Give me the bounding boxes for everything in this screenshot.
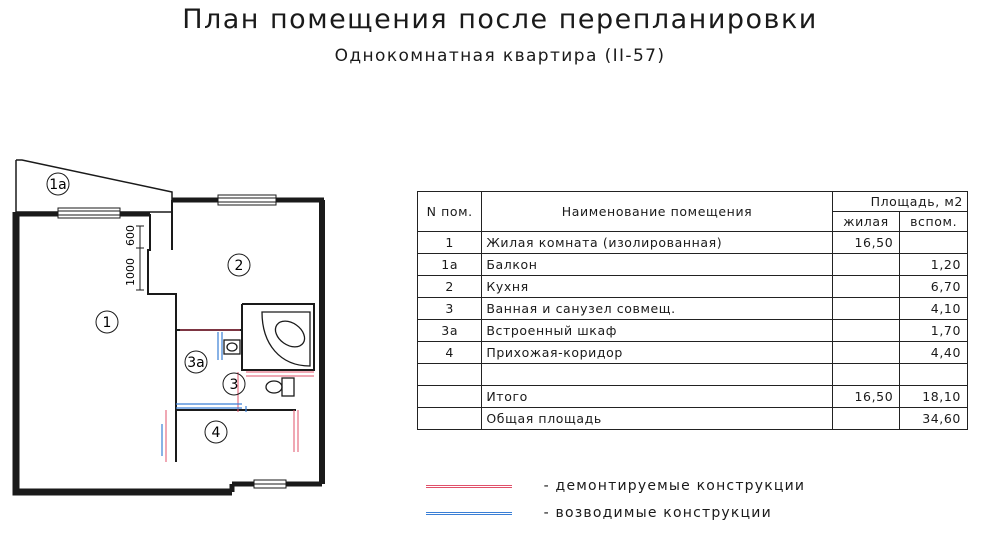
erected-structures	[161, 332, 247, 456]
table-row: 1 Жилая комната (изолированная) 16,50	[416, 231, 968, 254]
table-row: 1а Балкон 1,20	[416, 253, 968, 276]
dimension-lines	[136, 225, 144, 291]
table-row: 4 Прихожая-коридор 4,40	[416, 341, 968, 364]
table-header-row: N пом. Наименование помещения Площадь, м…	[416, 191, 969, 232]
room-label-2: 2	[235, 258, 244, 274]
legend-erected: - возводимые конструкции	[426, 505, 772, 521]
header-aux: вспом.	[899, 211, 968, 232]
row-num: 4	[416, 341, 483, 364]
table-row: 3а Встроенный шкаф 1,70	[416, 319, 968, 342]
room-labels	[46, 172, 251, 444]
table-row-overall: Общая площадь 34,60	[416, 407, 968, 430]
outer-wall	[12, 212, 232, 496]
total-living: 16,50	[831, 385, 901, 408]
row-num: 2	[416, 275, 483, 298]
window-kitchen	[217, 194, 277, 206]
overall-label: Общая площадь	[481, 407, 833, 430]
bathroom-walls	[241, 303, 315, 371]
dimension-1000: 1000	[124, 258, 137, 286]
row-living	[831, 319, 901, 342]
total-aux: 18,10	[899, 385, 968, 408]
balcony-outline	[15, 159, 173, 213]
window-room	[57, 207, 121, 219]
windows	[57, 194, 287, 489]
page-title: План помещения после перепланировки	[182, 4, 818, 35]
overall-aux: 34,60	[899, 407, 968, 430]
floor-plan: 1000 600 1а 1 2 3а 3 4	[12, 159, 325, 496]
legend-demolished-swatch	[426, 484, 512, 488]
row-living	[831, 297, 901, 320]
row-living: 16,50	[831, 231, 901, 254]
fixtures	[223, 311, 311, 397]
row-name: Встроенный шкаф	[481, 319, 833, 342]
row-aux	[899, 363, 968, 386]
table-row-empty	[416, 363, 968, 386]
legend-demolished: - демонтируемые конструкции	[426, 478, 805, 494]
row-aux	[899, 231, 968, 254]
room-label-3: 3	[230, 377, 239, 393]
page-subtitle: Однокомнатная квартира (II-57)	[334, 46, 666, 66]
room-label-4: 4	[212, 425, 221, 441]
row-aux: 4,10	[899, 297, 968, 320]
row-name: Кухня	[481, 275, 833, 298]
row-living	[831, 341, 901, 364]
row-num	[416, 363, 483, 386]
bathtub	[261, 311, 311, 367]
row-living	[831, 275, 901, 298]
row-aux: 4,40	[899, 341, 968, 364]
room-label-3a: 3а	[187, 355, 205, 371]
table-row: 2 Кухня 6,70	[416, 275, 968, 298]
row-num: 1	[416, 231, 483, 254]
row-aux: 1,70	[899, 319, 968, 342]
header-area: Площадь, м2	[831, 191, 969, 212]
row-living	[831, 363, 901, 386]
dimension-600: 600	[124, 225, 137, 246]
table-row-total: Итого 16,50 18,10	[416, 385, 968, 408]
header-name: Наименование помещения	[481, 191, 833, 232]
row-name: Ванная и санузел совмещ.	[481, 297, 833, 320]
legend-erected-swatch	[426, 511, 512, 515]
legend-erected-label: - возводимые конструкции	[543, 505, 772, 521]
toilet	[281, 377, 295, 397]
sink	[223, 339, 241, 355]
legend-demolished-label: - демонтируемые конструкции	[543, 478, 806, 494]
row-num: 3а	[416, 319, 483, 342]
row-name	[481, 363, 833, 386]
row-name: Прихожая-коридор	[481, 341, 833, 364]
row-name: Балкон	[481, 253, 833, 276]
area-table: N пом. Наименование помещения Площадь, м…	[416, 191, 969, 430]
header-num: N пом.	[416, 191, 483, 232]
demolished-structures	[165, 329, 314, 462]
row-aux: 6,70	[899, 275, 968, 298]
partition-kitchen	[147, 214, 177, 462]
table-row: 3 Ванная и санузел совмещ. 4,10	[416, 297, 968, 320]
row-name: Жилая комната (изолированная)	[481, 231, 833, 254]
row-num: 1а	[416, 253, 483, 276]
header-living: жилая	[831, 211, 901, 232]
total-label: Итого	[481, 385, 833, 408]
row-num: 3	[416, 297, 483, 320]
row-aux: 1,20	[899, 253, 968, 276]
room-label-1: 1	[103, 315, 112, 331]
row-living	[831, 253, 901, 276]
room-label-1a: 1а	[49, 177, 67, 193]
